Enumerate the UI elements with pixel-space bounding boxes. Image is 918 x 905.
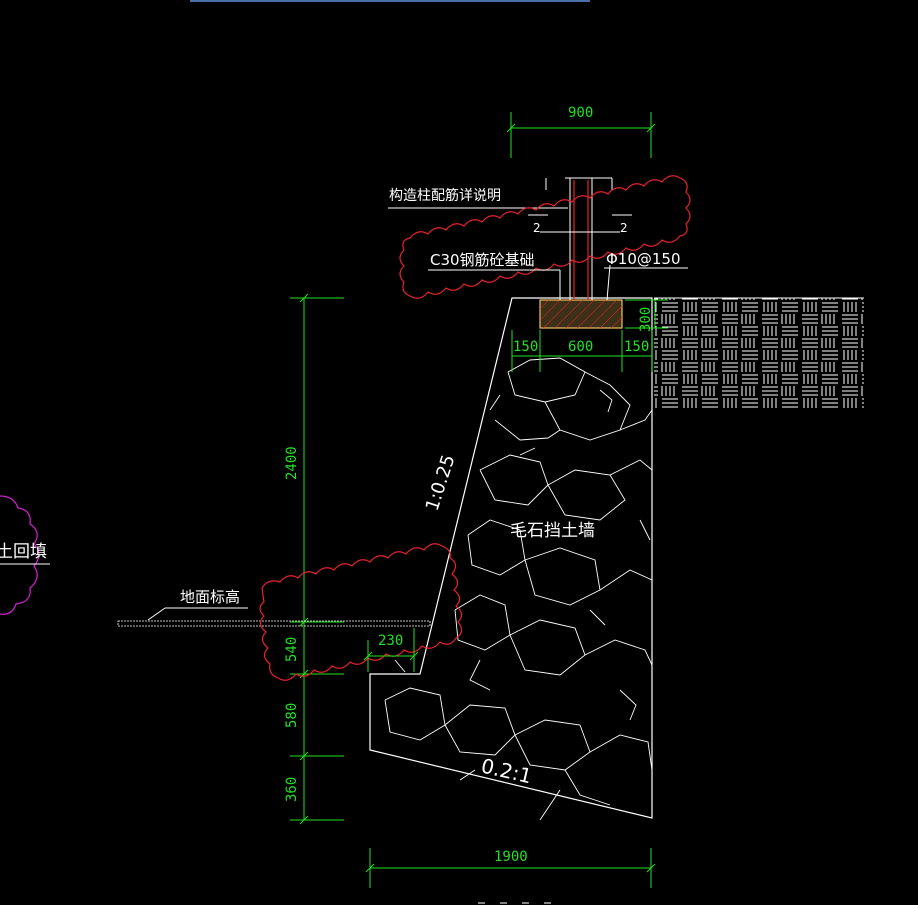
slope-front-label: 1:0.25 bbox=[422, 452, 460, 513]
dim-right-offset-text: 150 bbox=[624, 339, 649, 355]
dim-footing-height: 300 bbox=[625, 299, 668, 332]
ground-level-label-group: 地面标高 bbox=[147, 588, 248, 621]
revision-cloud-top bbox=[399, 175, 691, 299]
footing-label: C30钢筋砼基础 bbox=[430, 251, 535, 269]
section-mark-left: 2 bbox=[533, 221, 541, 235]
dim-toe-width: 230 bbox=[363, 628, 419, 672]
column-note-label: 构造柱配筋详说明 bbox=[389, 187, 501, 204]
dim-base-width-text: 1900 bbox=[494, 849, 528, 865]
ground-line bbox=[117, 620, 431, 627]
section-marks: 2 2 bbox=[528, 214, 632, 235]
brick-soil-zone bbox=[654, 297, 864, 410]
dim-toe-height-text: 580 bbox=[284, 703, 300, 728]
rubble-stones bbox=[384, 357, 653, 821]
backfill-note: 土回填 bbox=[0, 495, 50, 615]
footing-label-group: C30钢筋砼基础 bbox=[428, 251, 561, 300]
dim-base-width: 1900 bbox=[365, 848, 656, 888]
dim-footing-height-text: 300 bbox=[638, 307, 654, 332]
concrete-footing bbox=[539, 299, 623, 329]
dim-embed-depth-text: 540 bbox=[284, 637, 300, 662]
rebar-label-group: Φ10@150 bbox=[604, 250, 688, 269]
backfill-label: 土回填 bbox=[0, 542, 47, 562]
rebar-label: Φ10@150 bbox=[606, 250, 681, 268]
section-mark-right: 2 bbox=[620, 221, 628, 235]
revision-cloud-bottom bbox=[259, 543, 463, 681]
dim-toe-width-text: 230 bbox=[378, 633, 403, 649]
dim-footing-width-text: 600 bbox=[568, 339, 593, 355]
dim-base-height-text: 360 bbox=[284, 777, 300, 802]
ground-level-label: 地面标高 bbox=[180, 588, 240, 606]
rubble-wall bbox=[369, 297, 653, 821]
dim-left-vertical: 2400 540 580 360 bbox=[284, 293, 344, 825]
dim-top-width-text: 900 bbox=[568, 105, 593, 121]
dim-top-width: 900 bbox=[506, 105, 656, 158]
wall-label: 毛石挡土墙 bbox=[510, 521, 595, 541]
dim-wall-height-text: 2400 bbox=[284, 446, 300, 480]
dim-left-offset-text: 150 bbox=[513, 339, 538, 355]
dim-footing-row: 150 600 150 bbox=[511, 330, 653, 372]
